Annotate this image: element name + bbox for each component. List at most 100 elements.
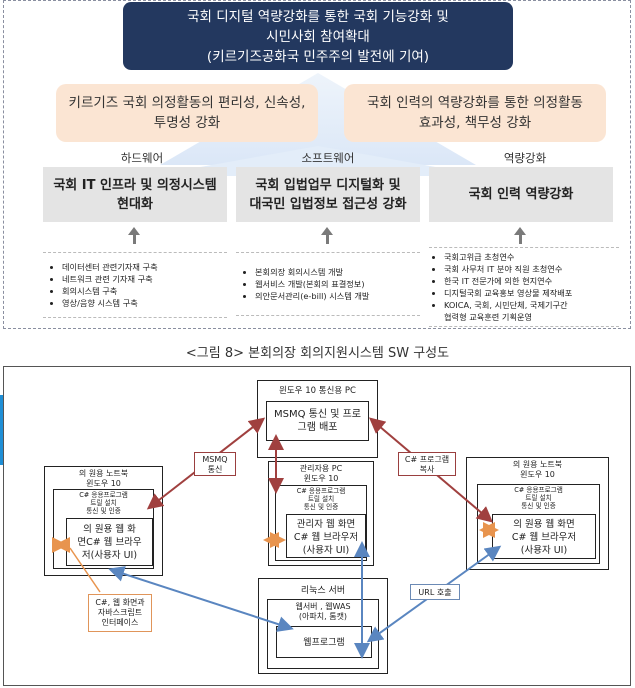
objective-right-line-2: 효과성, 책무성 강화 xyxy=(418,115,532,131)
right-laptop-sub-2: 트릴 설치 xyxy=(525,494,552,502)
linux-server-sub-2: (아파치, 톰캣) xyxy=(298,612,348,621)
right-laptop-app: C# 응용프로그램 트릴 설치 통신 및 인증 의 원용 웹 화면 C# 웹 브… xyxy=(477,484,600,564)
label-csharp-copy: C# 프로그램 복사 xyxy=(398,452,456,476)
component-hardware-line-1: 국회 IT 인프라 및 의정시스템 xyxy=(53,177,217,193)
objective-left-line-2: 투명성 강화 xyxy=(153,115,221,131)
comm-pc-box: 윈도우 10 통신용 PC MSMQ 통신 및 프로 그램 배포 xyxy=(257,380,378,458)
label-csharp-interface-line-2: 자바스크립트 xyxy=(97,608,143,617)
activity-item: 국회 사무처 IT 분야 직원 초청연수 xyxy=(444,263,619,275)
admin-pc-title: 관리자용 PC 윈도우 10 xyxy=(269,464,373,484)
hardware-up-arrow xyxy=(128,227,140,244)
label-msmq-line-1: MSMQ xyxy=(202,455,228,464)
right-laptop-inner-1: 의 원용 웹 화면 xyxy=(513,519,575,530)
linux-server-inner: 웹프로그램 xyxy=(303,638,345,648)
admin-pc-sub-1: C# 응용프로그램 xyxy=(296,487,346,495)
left-laptop-sub-3: 통신 및 인증 xyxy=(86,507,121,515)
admin-pc-sub-3: 통신 및 인증 xyxy=(303,503,339,511)
activity-item: 웹서비스 개발(본회의 표결정보) xyxy=(255,278,420,290)
objective-left-line-1: 키르기즈 국회 의정활동의 편리성, 신속성, xyxy=(68,95,306,111)
left-laptop-app: C# 응용프로그램 트릴 설치 통신 및 인증 의 원용 웹 화 면C# 웹 브… xyxy=(53,489,154,569)
linux-server-sub-1: 웹서버 , 웹WAS xyxy=(295,602,351,611)
component-software: 국회 입법업무 디지털화 및 대국민 입법정보 접근성 강화 xyxy=(236,167,420,222)
activity-item: 디지털국회 교육홍보 영상물 제작배포 xyxy=(444,287,619,299)
component-capacity: 국회 인력 역량강화 xyxy=(429,167,613,222)
label-csharp-interface: C#, 웹 화면과 자바스크립트 인터페이스 xyxy=(88,594,152,632)
bottom-figure-frame xyxy=(3,366,631,686)
admin-pc-app: C# 응용프로그램 트릴 설치 통신 및 인증 관리자 웹 화면 C# 웹 브라… xyxy=(275,485,367,561)
comm-pc-inner-line-1: MSMQ 통신 및 프로 xyxy=(273,409,361,420)
component-capacity-line-1: 국회 인력 역량강화 xyxy=(468,187,574,202)
right-laptop-title-line-2: 윈도우 10 xyxy=(520,470,555,479)
activity-item: 네트워크 관련 기자재 구축 xyxy=(62,273,227,285)
label-msmq: MSMQ 통신 xyxy=(194,452,236,476)
top-figure-frame xyxy=(3,0,631,329)
category-capacity: 역량강화 xyxy=(503,151,547,165)
goal-line-2: 시민사회 참여확대 xyxy=(266,29,370,45)
admin-pc-sub-2: 트릴 설치 xyxy=(307,495,335,503)
activity-item-continuation: 협력형 교육훈련 기획운영 xyxy=(444,312,533,322)
activities-capacity: 국회고위급 초청연수 국회 사무처 IT 분야 직원 초청연수 한국 IT 전문… xyxy=(429,247,619,327)
activity-item: KOICA, 국회, 시민단체, 국제기구간 xyxy=(444,299,619,311)
label-csharp-copy-line-1: C# 프로그램 xyxy=(404,455,450,464)
objective-right-line-1: 국회 인력의 역량강화를 통한 의정활동 xyxy=(367,95,583,111)
activities-software: 본회의장 회의시스템 개발 웹서비스 개발(본회의 표결정보) 의안문서관리(e… xyxy=(236,252,420,316)
goal-line-1: 국회 디지털 역량강화를 통한 국회 기능강화 및 xyxy=(187,9,449,25)
component-hardware: 국회 IT 인프라 및 의정시스템 현대화 xyxy=(43,167,227,222)
label-csharp-interface-line-1: C#, 웹 화면과 xyxy=(95,598,145,607)
objective-left: 키르기즈 국회 의정활동의 편리성, 신속성, 투명성 강화 xyxy=(56,84,318,142)
admin-pc-title-line-1: 관리자용 PC xyxy=(299,464,343,473)
linux-server-title: 리눅스 서버 xyxy=(300,586,346,596)
left-laptop-inner-3: 저(사용자 UI) xyxy=(81,550,138,561)
left-laptop-title: 의 원용 노트북 윈도우 10 xyxy=(45,469,162,489)
right-laptop-title-line-1: 의 원용 노트북 xyxy=(512,460,563,469)
admin-pc-inner-3: (사용자 UI) xyxy=(302,545,350,556)
activity-item: 국회고위급 초청연수 xyxy=(444,251,619,263)
right-laptop-box: 의 원용 노트북 윈도우 10 C# 응용프로그램 트릴 설치 통신 및 인증 … xyxy=(466,457,609,570)
left-laptop-inner-1: 의 원용 웹 화 xyxy=(83,524,136,535)
left-laptop-sub-1: C# 응용프로그램 xyxy=(79,491,128,499)
admin-pc-inner-2: C# 웹 브라우저 xyxy=(293,532,359,543)
admin-pc-box: 관리자용 PC 윈도우 10 C# 응용프로그램 트릴 설치 통신 및 인증 관… xyxy=(268,461,374,566)
comm-pc-inner: MSMQ 통신 및 프로 그램 배포 xyxy=(266,401,369,441)
objective-right: 국회 인력의 역량강화를 통한 의정활동 효과성, 책무성 강화 xyxy=(344,84,606,142)
category-hardware: 하드웨어 xyxy=(120,151,164,165)
linux-server-box: 리눅스 서버 웹서버 , 웹WAS (아파치, 톰캣) 웹프로그램 xyxy=(258,578,388,674)
side-accent-bar xyxy=(0,395,4,465)
right-laptop-inner-2: C# 웹 브라우저 xyxy=(511,532,577,543)
comm-pc-inner-line-2: 그램 배포 xyxy=(297,422,338,433)
admin-pc-browser: 관리자 웹 화면 C# 웹 브라우저 (사용자 UI) xyxy=(286,514,366,558)
capacity-up-arrow xyxy=(514,227,526,244)
admin-pc-inner-1: 관리자 웹 화면 xyxy=(296,519,356,530)
activities-hardware: 데이터센터 관련기자재 구축 네트워크 관련 기자재 구축 회의시스템 구축 영… xyxy=(43,252,227,318)
label-url-call: URL 호출 xyxy=(410,584,460,600)
left-laptop-sub-2: 트릴 설치 xyxy=(90,499,117,507)
right-laptop-sub-3: 통신 및 인증 xyxy=(521,502,556,510)
linux-server-was: 웹서버 , 웹WAS (아파치, 톰캣) 웹프로그램 xyxy=(267,599,379,669)
left-laptop-box: 의 원용 노트북 윈도우 10 C# 응용프로그램 트릴 설치 통신 및 인증 … xyxy=(44,466,163,576)
software-up-arrow xyxy=(321,227,333,244)
activity-item: 영상/음향 시스템 구축 xyxy=(62,297,227,309)
right-laptop-browser: 의 원용 웹 화면 C# 웹 브라우저 (사용자 UI) xyxy=(492,514,596,559)
activity-item: 데이터센터 관련기자재 구축 xyxy=(62,261,227,273)
activity-item: 본회의장 회의시스템 개발 xyxy=(255,266,420,278)
admin-pc-title-line-2: 윈도우 10 xyxy=(303,474,339,483)
left-laptop-inner-2: 면C# 웹 브라우 xyxy=(77,537,142,548)
objectives-to-goal-arrow xyxy=(160,73,476,165)
activity-item: 한국 IT 전문가에 의한 현지연수 xyxy=(444,275,619,287)
activity-item: 회의시스템 구축 xyxy=(62,285,227,297)
goal-line-3: (키르기즈공화국 민주주의 발전에 기여) xyxy=(206,49,430,65)
goal-box: 국회 디지털 역량강화를 통한 국회 기능강화 및 시민사회 참여확대 (키르기… xyxy=(123,2,513,70)
label-csharp-interface-line-3: 인터페이스 xyxy=(101,618,139,627)
left-laptop-title-line-2: 윈도우 10 xyxy=(86,479,121,488)
category-software: 소프트웨어 xyxy=(301,151,355,165)
activity-item: 의안문서관리(e-bill) 시스템 개발 xyxy=(255,290,420,302)
left-laptop-browser: 의 원용 웹 화 면C# 웹 브라우 저(사용자 UI) xyxy=(66,518,153,566)
label-csharp-copy-line-2: 복사 xyxy=(419,465,435,474)
label-msmq-line-2: 통신 xyxy=(207,465,223,474)
component-hardware-line-2: 현대화 xyxy=(117,196,153,212)
component-software-line-1: 국회 입법업무 디지털화 및 xyxy=(255,177,401,193)
component-software-line-2: 대국민 입법정보 접근성 강화 xyxy=(249,196,407,212)
linux-server-webprogram: 웹프로그램 xyxy=(276,626,372,658)
right-laptop-title: 의 원용 노트북 윈도우 10 xyxy=(467,460,608,480)
comm-pc-title: 윈도우 10 통신용 PC xyxy=(279,386,356,396)
